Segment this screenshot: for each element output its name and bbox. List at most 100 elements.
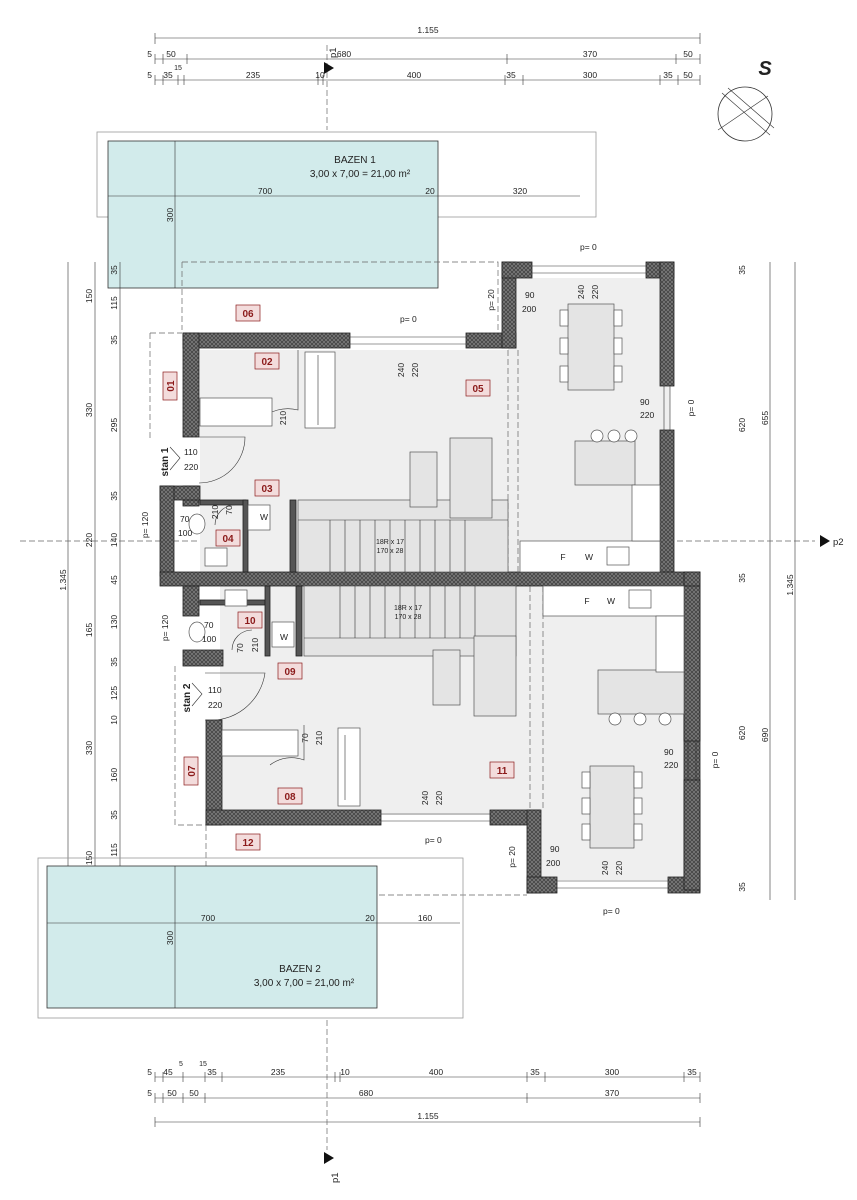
door-90-upper: 90 [525, 290, 535, 300]
bot-dim-r2-3: 680 [359, 1088, 373, 1098]
room-09: 09 [284, 667, 296, 678]
sink-icon [628, 589, 652, 609]
room-12: 12 [242, 838, 254, 849]
stairs-lower-label: 18R x 17 [394, 605, 422, 612]
right-dim-35a: 35 [737, 265, 747, 275]
right-dim-620a: 620 [737, 418, 747, 432]
toilet-icon [188, 513, 206, 535]
left-dim-140: 140 [109, 533, 119, 547]
stairs-upper-label2: 170 x 28 [377, 548, 404, 555]
left-dimensions: 1.345 150 330 220 165 330 150 35 115 35 … [58, 262, 121, 900]
bot-dim-r3-1: 45 [163, 1067, 173, 1077]
section-arrow-bottom-icon [324, 1152, 334, 1164]
section-p2: p2 [833, 537, 844, 548]
bot-dim-r3-3: 15 [199, 1061, 207, 1068]
fridge-lower: F [584, 596, 589, 606]
door-90-lower: 90 [550, 844, 560, 854]
room-07: 07 [187, 765, 198, 777]
win-220-b: 220 [590, 285, 600, 299]
win-220-c: 220 [434, 791, 444, 805]
bath-win-70-upper: 70 [180, 514, 190, 524]
left-dim-115b: 115 [109, 843, 119, 857]
p0-right-lower: p= 0 [710, 751, 720, 768]
win-220-lower: 220 [664, 760, 678, 770]
left-dim-330a: 330 [84, 403, 94, 417]
room-06: 06 [242, 309, 254, 320]
toilet-icon [188, 621, 206, 643]
left-dim-35e: 35 [109, 810, 119, 820]
win-240-b: 240 [576, 285, 586, 299]
bath-door-70-upper: 70 [224, 505, 234, 515]
door-210-02: 210 [278, 411, 288, 425]
left-dim-330b: 330 [84, 741, 94, 755]
entrance-stan-2: stan 2 [182, 683, 193, 712]
section-arrow-icon [324, 62, 334, 74]
bot-dim-r3-4: 35 [207, 1067, 217, 1077]
right-dim-35c: 35 [737, 882, 747, 892]
bot-dim-r3-10: 35 [687, 1067, 697, 1077]
left-dim-10: 10 [109, 715, 119, 725]
bot-dim-r3-9: 300 [605, 1067, 619, 1077]
win-240-c: 240 [420, 791, 430, 805]
left-dim-35a: 35 [109, 265, 119, 275]
left-dim-125: 125 [109, 686, 119, 700]
right-dimensions: 35 620 35 620 35 655 690 1.345 [737, 262, 796, 900]
top-dim-r3-6: 35 [506, 70, 516, 80]
stan2-door-w: 110 [208, 685, 222, 695]
sink-icon [606, 546, 630, 566]
right-dim-655: 655 [760, 411, 770, 425]
bot-dim-r3-7: 400 [429, 1067, 443, 1077]
stairs-upper: 18R x 17 170 x 28 [297, 499, 509, 573]
top-dim-r3-3: 235 [246, 70, 260, 80]
section-arrow-p2-icon [820, 535, 830, 547]
bath-door-70-lower: 70 [235, 643, 245, 653]
top-dim-r2-4: 50 [683, 49, 693, 59]
room-02: 02 [261, 357, 273, 368]
room-01: 01 [166, 380, 177, 392]
section-p1-top: p1 [328, 47, 339, 58]
p0-top: p= 0 [580, 242, 597, 252]
win-90-lower: 90 [664, 747, 674, 757]
room-labels: 01 02 03 04 05 06 07 08 09 10 11 12 [162, 304, 515, 851]
top-dimensions: 1.155 5 50 680 370 50 5 35 15 235 10 400… [147, 25, 701, 85]
building: 18R x 17 170 x 28 18R x 17 170 x 28 [159, 261, 701, 896]
pool1-gap: 20 [425, 186, 435, 196]
stan2-door-h: 220 [208, 700, 222, 710]
bot-dim-r3-6: 10 [340, 1067, 350, 1077]
door-200-upper: 200 [522, 304, 536, 314]
pool1-name: BAZEN 1 [334, 155, 376, 166]
room-03: 03 [261, 484, 273, 495]
top-dim-r2-0: 5 [147, 49, 152, 59]
room-05: 05 [472, 384, 484, 395]
p20-upper: p= 20 [486, 289, 496, 311]
left-dim-165: 165 [84, 623, 94, 637]
stairs-lower-label2: 170 x 28 [395, 614, 422, 621]
left-dim-115a: 115 [109, 296, 119, 310]
top-dim-r3-7: 300 [583, 70, 597, 80]
bot-dim-r3-2: 5 [179, 1061, 183, 1068]
pool-2: 700 20 160 300 BAZEN 2 3,00 x 7,00 = 21,… [37, 857, 464, 1019]
pool2-gap: 20 [365, 913, 375, 923]
bot-dim-r2-0: 5 [147, 1088, 152, 1098]
entrance-stan-1: stan 1 [160, 447, 171, 476]
bot-dim-r3-5: 235 [271, 1067, 285, 1077]
p0-bottom: p= 0 [603, 906, 620, 916]
bot-dim-r3-8: 35 [530, 1067, 540, 1077]
left-dim-35c: 35 [109, 491, 119, 501]
p120-upper: p= 120 [140, 512, 150, 539]
left-total-dim: 1.345 [58, 569, 68, 591]
pool1-length: 700 [258, 186, 272, 196]
north-arrow: S [717, 58, 775, 142]
coffee-table-lower [432, 649, 461, 706]
top-dim-r3-4: 10 [315, 70, 325, 80]
pool2-name: BAZEN 2 [279, 964, 321, 975]
pool1-area: 3,00 x 7,00 = 21,00 m² [310, 169, 411, 180]
top-dim-r2-1: 50 [166, 49, 176, 59]
door-70-08: 70 [300, 733, 310, 743]
washer-w-lower: W [280, 632, 288, 642]
win-90-upper: 90 [640, 397, 650, 407]
coffee-table [409, 451, 438, 508]
door-210-08: 210 [314, 731, 324, 745]
left-dim-160: 160 [109, 768, 119, 782]
